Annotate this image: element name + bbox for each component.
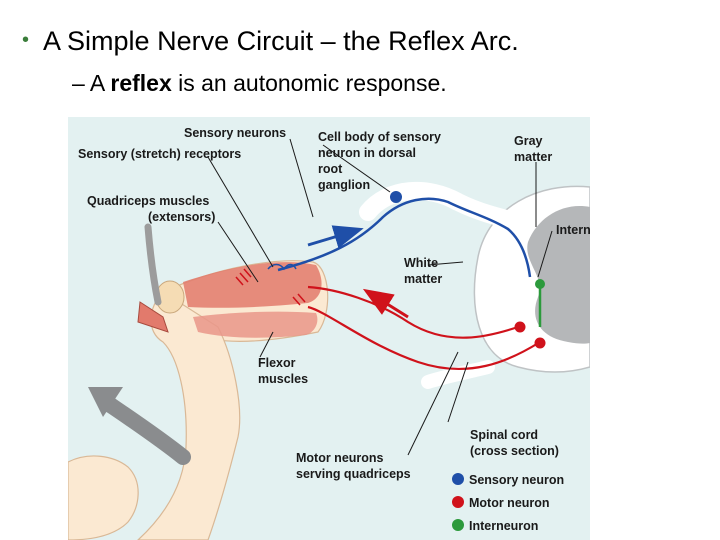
interneuron [535,279,545,327]
kick-arrow [98,394,191,465]
motor-cell-body-2 [534,337,546,349]
legend: Sensory neuron Motor neuron Interneuron [452,473,564,533]
leader-lines [207,138,553,456]
label-motor-neurons-line1: Motor neurons [296,451,384,465]
label-gray-matter-line2: matter [514,150,552,164]
bullet-dot: • [22,29,30,51]
ventral-root [421,360,495,389]
bullet-title: • A Simple Nerve Circuit – the Reflex Arc… [22,26,519,57]
spinal-cord [473,185,590,373]
label-cell-body-line4: ganglion [318,178,370,192]
bullet-subtitle: – A reflex is an autonomic response. [72,70,447,97]
motor-neurons [235,268,546,370]
label-quadriceps-line2: (extensors) [148,210,215,224]
label-interneurons: Interneurons [556,223,590,237]
label-cell-body-line3: root [318,162,343,176]
label-motor-neurons-line2: serving quadriceps [296,467,411,481]
flexor-muscle [193,311,318,338]
label-sensory-receptors: Sensory (stretch) receptors [78,147,241,161]
sensory-cell-body [390,191,402,203]
stretch-receptor [267,263,297,271]
label-quadriceps-line1: Quadriceps muscles [87,194,209,208]
kick-arrowhead [88,387,123,417]
label-spinal-cord-line1: Spinal cord [470,428,538,442]
label-gray-matter-line1: Gray [514,134,543,148]
diagram-labels: Sensory neurons Sensory (stretch) recept… [78,126,590,481]
reflex-hammer [137,223,169,333]
quadriceps-muscle [183,262,322,308]
interneuron-cell-body [535,279,545,289]
label-flexor-line2: muscles [258,372,308,386]
lower-leg [137,291,241,540]
legend-interneuron-label: Interneuron [469,519,538,533]
bullet-subtitle-bold: reflex [110,70,172,96]
motor-direction-arrow [362,288,409,319]
label-flexor-line1: Flexor [258,356,296,370]
reflex-arc-figure: Sensory neurons Sensory (stretch) recept… [68,117,590,540]
legend-sensory-swatch [452,473,464,485]
legend-sensory-label: Sensory neuron [469,473,564,487]
bullet-title-text: A Simple Nerve Circuit – the Reflex Arc. [43,26,519,56]
sensory-neuron [267,191,532,278]
neuromuscular-junction-2 [292,293,306,306]
legend-motor-swatch [452,496,464,508]
legend-interneuron-swatch [452,519,464,531]
leg [68,260,329,540]
bullet-subtitle-prefix: – A [72,70,111,96]
label-white-matter-line2: matter [404,272,442,286]
label-spinal-cord-line2: (cross section) [470,444,559,458]
sensory-direction-arrow [307,225,364,249]
reflex-arc-diagram: Sensory neurons Sensory (stretch) recept… [68,117,590,540]
label-cell-body-line1: Cell body of sensory [318,130,441,144]
legend-motor-label: Motor neuron [469,496,550,510]
bullet-subtitle-suffix: is an autonomic response. [171,70,447,96]
foot [68,455,139,540]
label-sensory-neurons: Sensory neurons [184,126,286,140]
neuromuscular-junction-1 [235,268,252,286]
label-white-matter-line1: White [404,256,438,270]
dorsal-root [359,181,527,231]
motor-cell-body-1 [514,321,526,333]
gray-matter [527,206,590,344]
label-cell-body-line2: neuron in dorsal [318,146,416,160]
